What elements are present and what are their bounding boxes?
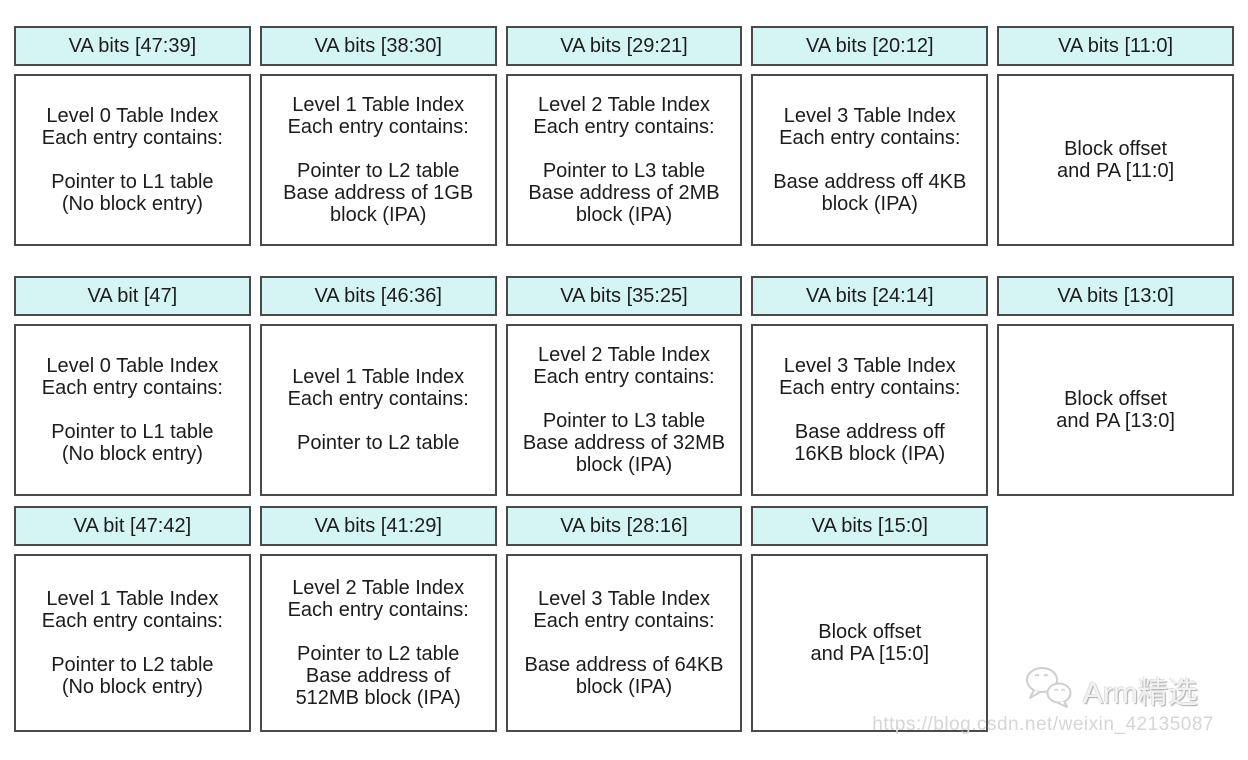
va-column: VA bits [28:16] Level 3 Table Index Each… xyxy=(505,506,743,732)
va-column: VA bits [46:36] Level 1 Table Index Each… xyxy=(259,276,497,496)
block-offset-cell: Block offset and PA [13:0] xyxy=(997,324,1234,496)
va-column: VA bits [15:0] Block offset and PA [15:0… xyxy=(751,506,989,732)
va-column: VA bits [24:14] Level 3 Table Index Each… xyxy=(751,276,989,496)
va-bits-header: VA bit [47] xyxy=(14,276,251,316)
va-bits-header: VA bits [15:0] xyxy=(751,506,989,546)
va-bits-header: VA bits [46:36] xyxy=(259,276,497,316)
wechat-icon xyxy=(1023,665,1075,714)
granule-row-4kb: VA bits [47:39] Level 0 Table Index Each… xyxy=(14,26,1234,246)
table-index-cell: Level 3 Table Index Each entry contains:… xyxy=(505,554,743,732)
table-index-cell: Level 1 Table Index Each entry contains:… xyxy=(259,74,497,246)
va-column: VA bits [11:0] Block offset and PA [11:0… xyxy=(997,26,1234,246)
table-index-cell: Level 2 Table Index Each entry contains:… xyxy=(505,74,743,246)
va-bits-header: VA bits [24:14] xyxy=(751,276,989,316)
va-bits-header: VA bits [29:21] xyxy=(505,26,743,66)
table-index-cell: Level 3 Table Index Each entry contains:… xyxy=(751,324,989,496)
va-bits-header: VA bits [13:0] xyxy=(997,276,1234,316)
va-column: VA bits [29:21] Level 2 Table Index Each… xyxy=(505,26,743,246)
va-bits-header: VA bits [38:30] xyxy=(259,26,497,66)
va-bits-header: VA bit [47:42] xyxy=(14,506,251,546)
table-index-cell: Level 0 Table Index Each entry contains:… xyxy=(14,324,251,496)
watermark-brand: Arm精选 xyxy=(1083,676,1198,710)
va-column: VA bits [38:30] Level 1 Table Index Each… xyxy=(259,26,497,246)
watermark: Arm精选 xyxy=(1023,665,1198,714)
block-offset-cell: Block offset and PA [11:0] xyxy=(997,74,1234,246)
va-column: VA bits [41:29] Level 2 Table Index Each… xyxy=(259,506,497,732)
va-column: VA bits [13:0] Block offset and PA [13:0… xyxy=(997,276,1234,496)
watermark-url: https://blog.csdn.net/weixin_42135087 xyxy=(872,714,1214,735)
va-bits-header: VA bits [47:39] xyxy=(14,26,251,66)
table-index-cell: Level 2 Table Index Each entry contains:… xyxy=(505,324,743,496)
va-column: VA bit [47] Level 0 Table Index Each ent… xyxy=(14,276,251,496)
table-index-cell: Level 2 Table Index Each entry contains:… xyxy=(259,554,497,732)
va-column: VA bit [47:42] Level 1 Table Index Each … xyxy=(14,506,251,732)
va-column: VA bits [20:12] Level 3 Table Index Each… xyxy=(751,26,989,246)
table-index-cell: Level 3 Table Index Each entry contains:… xyxy=(751,74,989,246)
block-offset-cell: Block offset and PA [15:0] xyxy=(751,554,989,732)
granule-row-64kb: VA bit [47:42] Level 1 Table Index Each … xyxy=(14,506,1234,732)
va-bits-header: VA bits [35:25] xyxy=(505,276,743,316)
va-column: VA bits [47:39] Level 0 Table Index Each… xyxy=(14,26,251,246)
table-index-cell: Level 1 Table Index Each entry contains:… xyxy=(259,324,497,496)
va-bits-header: VA bits [28:16] xyxy=(505,506,743,546)
table-index-cell: Level 0 Table Index Each entry contains:… xyxy=(14,74,251,246)
va-bits-header: VA bits [41:29] xyxy=(259,506,497,546)
va-column: VA bits [35:25] Level 2 Table Index Each… xyxy=(505,276,743,496)
table-index-cell: Level 1 Table Index Each entry contains:… xyxy=(14,554,251,732)
va-bits-header: VA bits [11:0] xyxy=(997,26,1234,66)
va-bits-header: VA bits [20:12] xyxy=(751,26,989,66)
granule-row-16kb: VA bit [47] Level 0 Table Index Each ent… xyxy=(14,276,1234,496)
